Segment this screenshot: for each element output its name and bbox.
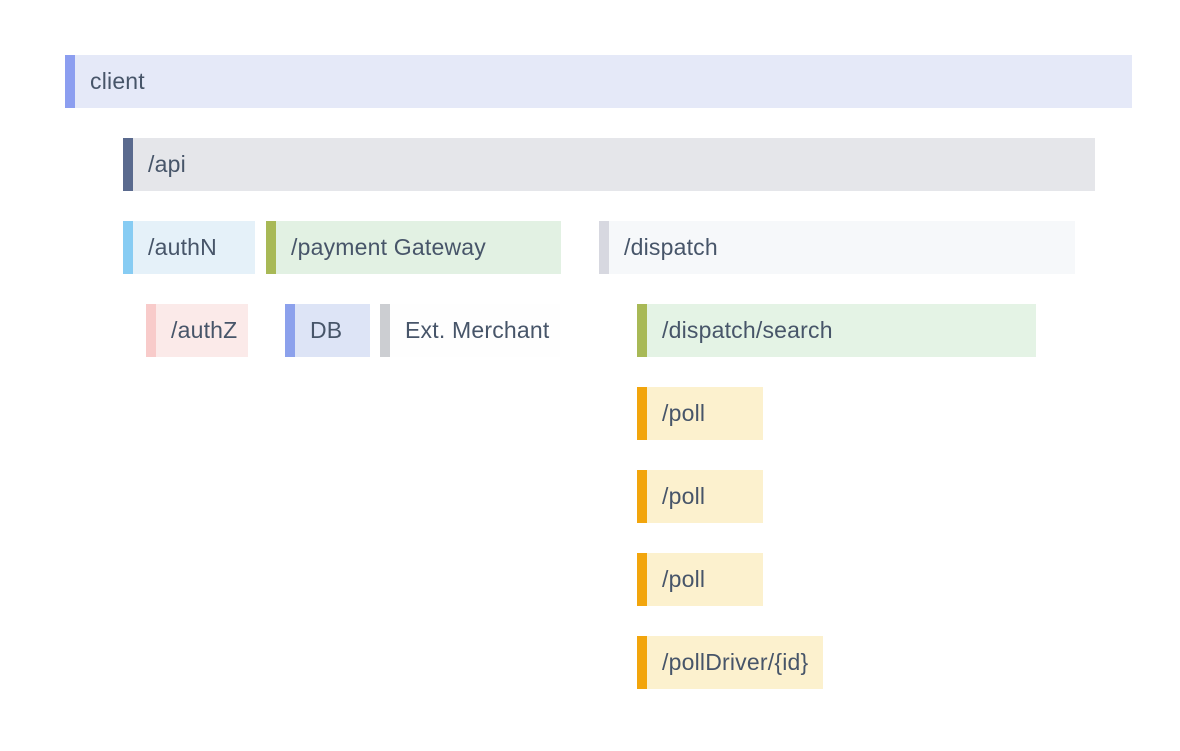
span-label: /dispatch/search [662,317,833,343]
span-accent-strip [123,138,133,191]
span-authz[interactable]: /authZ [146,304,248,357]
span-payment-gateway[interactable]: /payment Gateway [266,221,561,274]
span-accent-strip [266,221,276,274]
span-accent-strip [599,221,609,274]
span-accent-strip [65,55,75,108]
span-label: /authN [148,234,217,260]
span-accent-strip [637,636,647,689]
span-accent-strip [285,304,295,357]
span-poll[interactable]: /poll [637,470,763,523]
span-label: /dispatch [624,234,718,260]
span-accent-strip [637,553,647,606]
span-dispatch-search[interactable]: /dispatch/search [637,304,1036,357]
span-authn[interactable]: /authN [123,221,255,274]
span-label: /poll [662,400,706,426]
span-accent-strip [146,304,156,357]
span-label: /poll [662,483,706,509]
span-accent-strip [637,387,647,440]
span-label: /authZ [171,317,238,343]
span-client[interactable]: client [65,55,1132,108]
span-label: /api [148,151,186,177]
span-poll[interactable]: /poll [637,387,763,440]
span-db[interactable]: DB [285,304,370,357]
span-accent-strip [123,221,133,274]
span-ext-merchant[interactable]: Ext. Merchant [380,304,560,357]
span-accent-strip [637,470,647,523]
span-label: /payment Gateway [291,234,486,260]
span-api[interactable]: /api [123,138,1095,191]
span-label: client [90,68,145,94]
span-label: Ext. Merchant [405,317,550,343]
span-label: /pollDriver/{id} [662,649,809,675]
span-poll[interactable]: /poll [637,553,763,606]
span-label: DB [310,317,343,343]
span-dispatch[interactable]: /dispatch [599,221,1075,274]
span-polldriver-id[interactable]: /pollDriver/{id} [637,636,823,689]
span-accent-strip [637,304,647,357]
span-label: /poll [662,566,706,592]
span-accent-strip [380,304,390,357]
